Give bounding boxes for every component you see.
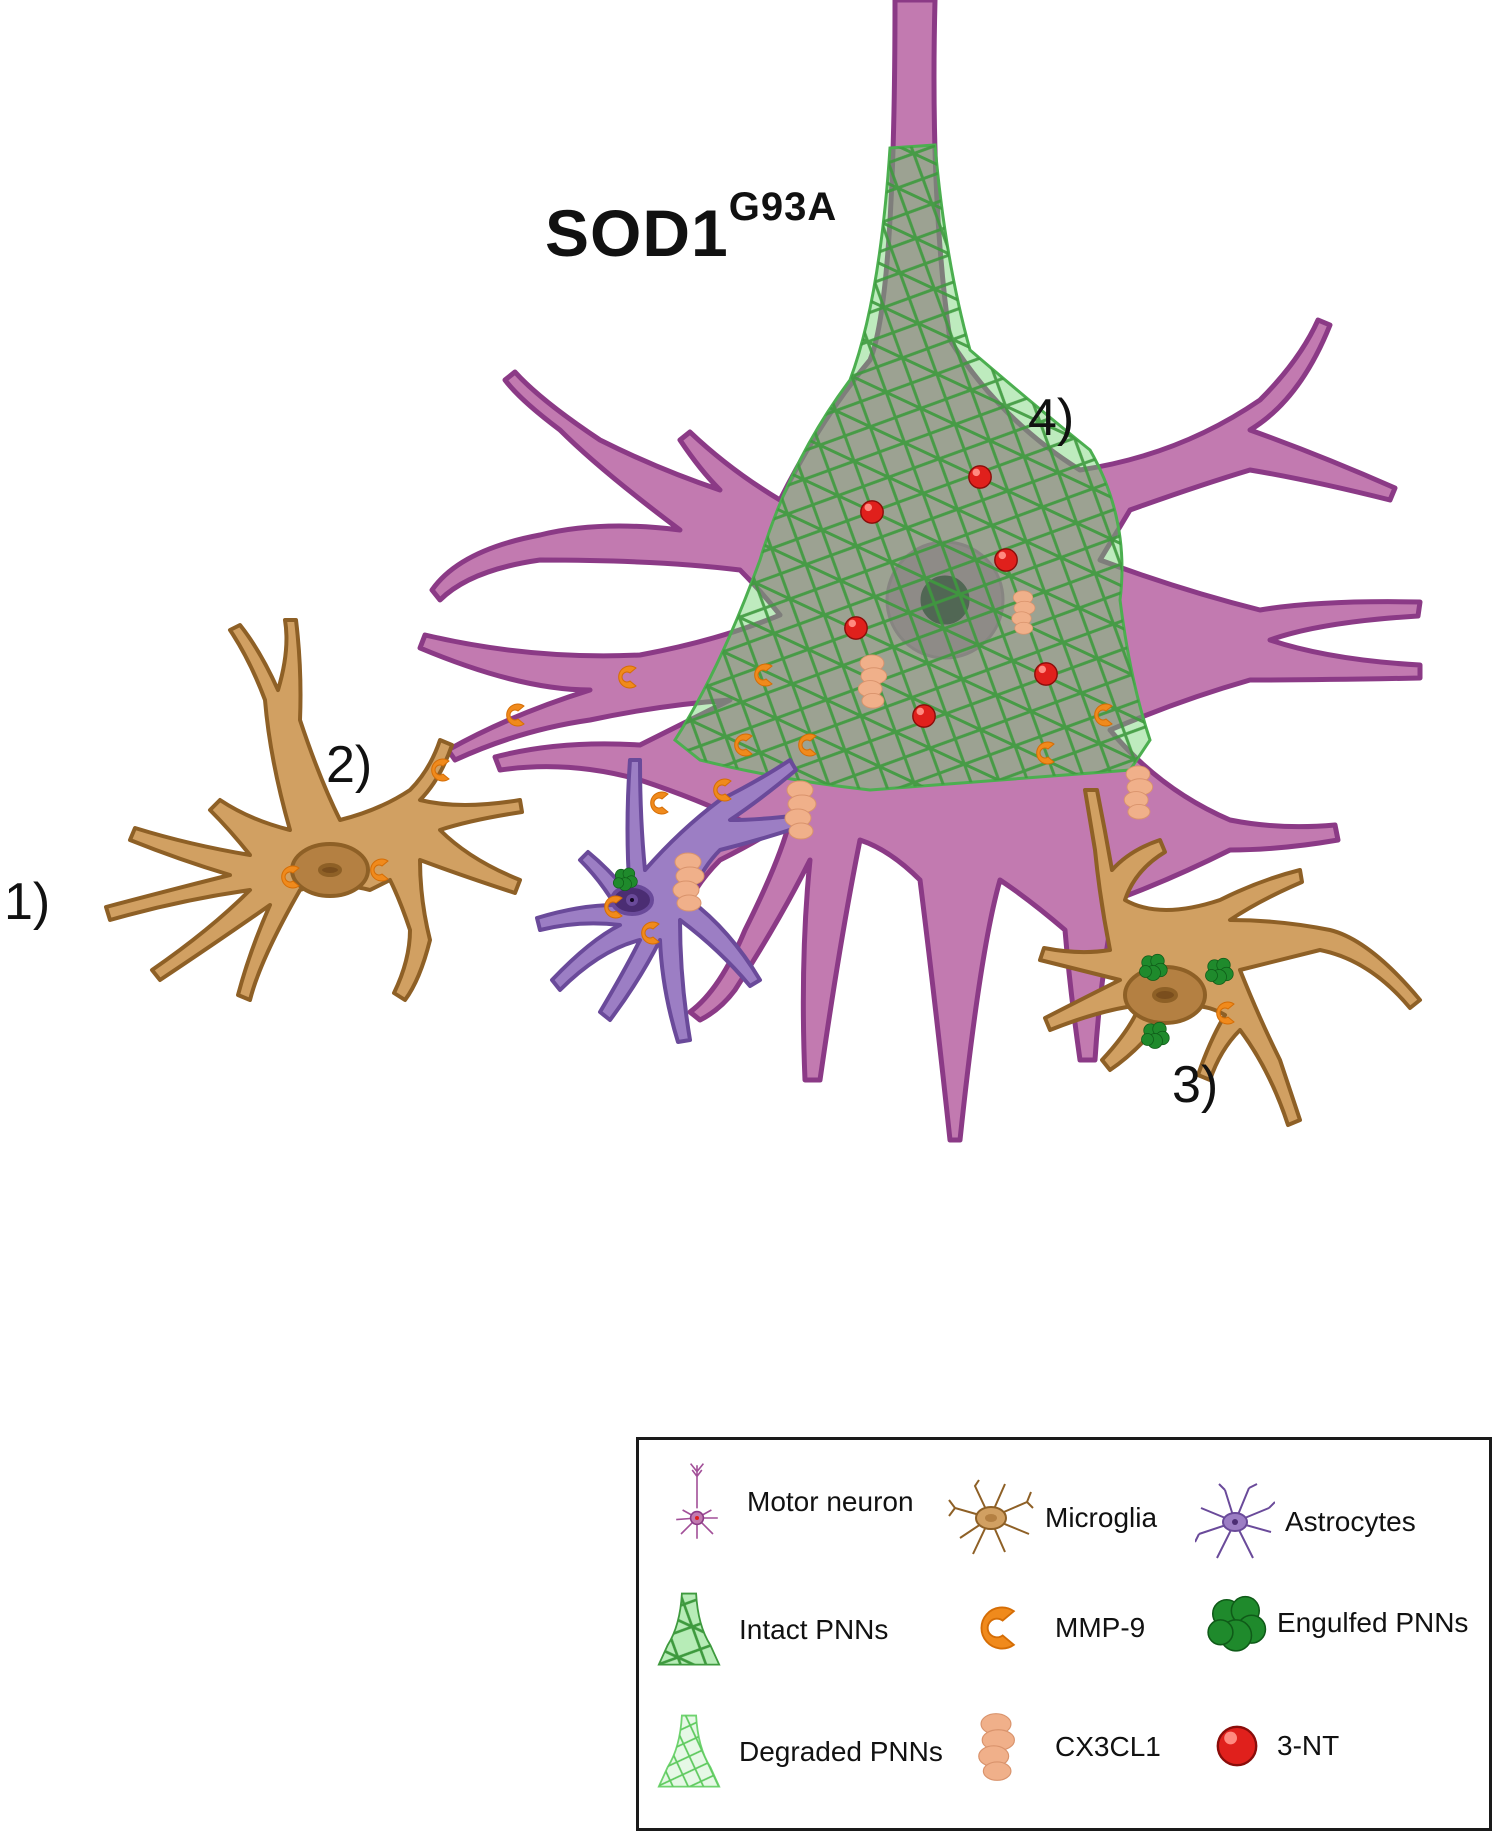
mmp9-icon (980, 1606, 1015, 1650)
legend-label: Intact PNNs (739, 1614, 889, 1645)
legend-item-3nt: 3-NT (1213, 1722, 1339, 1770)
legend-box: Motor neuron Microglia Astrocytes (636, 1437, 1492, 1831)
legend-item-microglia: Microglia (945, 1478, 1157, 1558)
step-label-2: 2) (326, 736, 373, 794)
legend-label: CX3CL1 (1055, 1731, 1161, 1762)
legend-item-degraded-pnns: Degraded PNNs (649, 1712, 943, 1792)
step-label-4: 4) (1028, 389, 1075, 447)
title-superscript: G93A (728, 185, 838, 229)
microglia-icon (948, 1479, 1034, 1555)
microglia-1 (104, 618, 524, 1002)
legend-item-astrocytes: Astrocytes (1195, 1482, 1416, 1562)
legend-label: Astrocytes (1285, 1506, 1416, 1537)
legend-item-intact-pnns: Intact PNNs (649, 1590, 888, 1670)
figure-title: SOD1G93A (545, 185, 837, 271)
legend-label: Motor neuron (747, 1486, 914, 1517)
motor-neuron-icon (676, 1463, 718, 1539)
title-main: SOD1 (545, 196, 729, 270)
intact-pnn-icon (657, 1592, 721, 1666)
step-label-1: 1) (4, 873, 51, 931)
legend-label: Degraded PNNs (739, 1736, 943, 1767)
step-label-3: 3) (1172, 1056, 1219, 1114)
astrocyte-icon (1195, 1483, 1275, 1559)
3nt-icon (1216, 1725, 1258, 1767)
legend-label: MMP-9 (1055, 1612, 1146, 1643)
legend-item-cx3cl1: CX3CL1 (973, 1712, 1161, 1782)
legend-label: Microglia (1045, 1502, 1158, 1533)
engulfed-pnn-icon (1207, 1595, 1267, 1652)
cx3cl1-icon (978, 1713, 1015, 1781)
legend-label: Engulfed PNNs (1277, 1607, 1469, 1638)
legend-item-motor-neuron: Motor neuron (657, 1462, 914, 1542)
legend-item-engulfed-pnns: Engulfed PNNs (1205, 1592, 1468, 1654)
legend-item-mmp9: MMP-9 (969, 1600, 1145, 1656)
degraded-pnn-icon (657, 1714, 721, 1788)
legend-label: 3-NT (1277, 1730, 1340, 1761)
